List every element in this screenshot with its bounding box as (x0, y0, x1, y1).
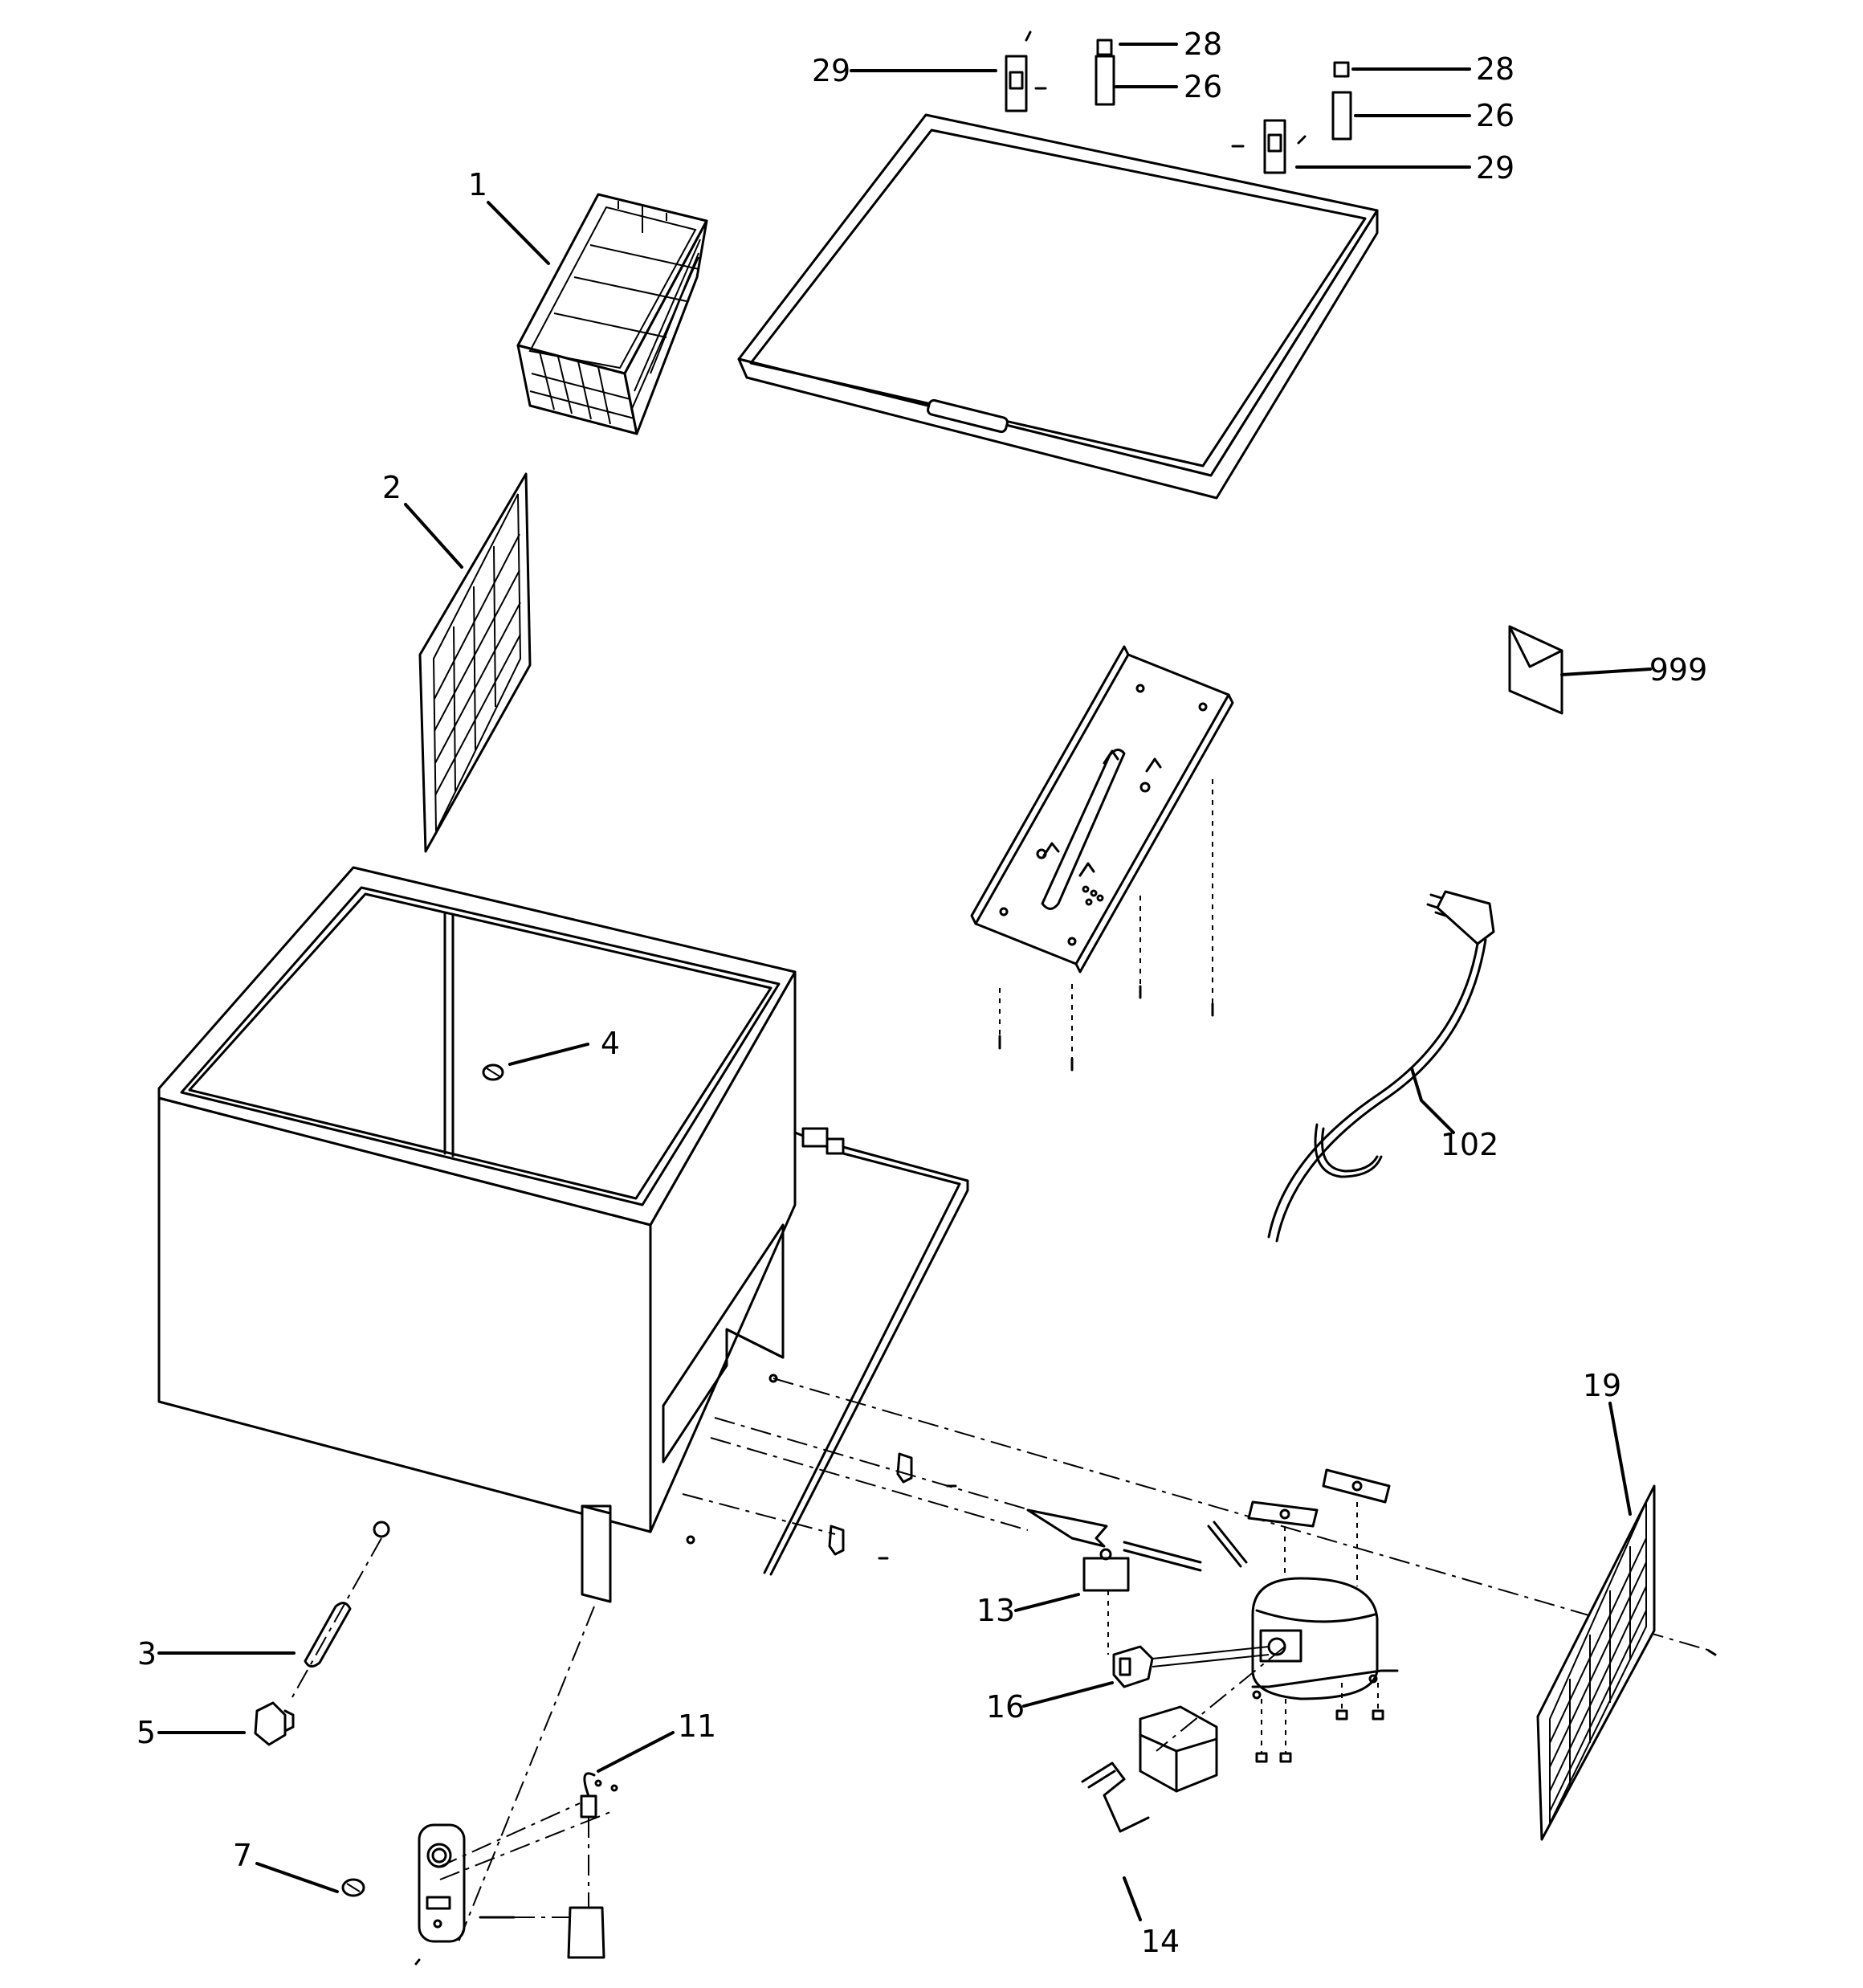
callout-2: 2 (382, 470, 402, 505)
callout-102: 102 (1441, 1127, 1499, 1162)
callout-labels: 1 2 3 4 5 7 11 13 14 16 19 26 26 28 28 2… (137, 27, 1707, 1959)
bracket-screws (998, 779, 1214, 1072)
rear-grille (1536, 1484, 1717, 1841)
rear-grille-axis (773, 1378, 1711, 1651)
bottom-clips (828, 1452, 957, 1560)
lid-edge (737, 209, 1379, 500)
callout-1: 1 (468, 167, 487, 202)
callout-5: 5 (137, 1715, 156, 1750)
drain-hole (373, 1521, 390, 1538)
hinge-cover-left (1095, 39, 1115, 106)
cabinet-gasket-outer (180, 886, 781, 1206)
drain-tube (304, 1602, 352, 1668)
compressor (1251, 1577, 1399, 1700)
literature-envelope (1508, 625, 1563, 715)
power-cord (1267, 890, 1495, 1243)
callout-26a: 26 (1184, 69, 1222, 104)
cabinet-power-cord (763, 1127, 969, 1576)
callout-29a: 29 (812, 53, 850, 88)
overload-protector (1082, 1548, 1130, 1655)
callout-14: 14 (1141, 1924, 1180, 1959)
callout-4: 4 (601, 1026, 620, 1061)
compressor-bolts (1255, 1683, 1384, 1763)
leader-lines (157, 43, 1652, 1921)
freezer-cabinet (157, 866, 797, 1596)
callout-28a: 28 (1184, 27, 1222, 62)
relay-cover (1139, 1705, 1218, 1793)
cabinet-gasket-inner (188, 892, 773, 1200)
callout-999: 999 (1649, 652, 1708, 688)
thermostat-knob (341, 1878, 365, 1897)
start-relay (1112, 1645, 1270, 1688)
storage-basket (516, 193, 708, 435)
callout-28b: 28 (1476, 51, 1514, 87)
freezer-lid (737, 113, 1379, 500)
thermostat-housing (418, 1823, 466, 1943)
callout-11: 11 (678, 1708, 716, 1744)
compressor-bracket (970, 645, 1234, 974)
relay-clip (1081, 1761, 1150, 1833)
drain-cap (254, 1701, 295, 1746)
lid-handle (927, 398, 1009, 434)
divider-grille (418, 472, 532, 853)
drain-plug (482, 1063, 504, 1081)
callout-7: 7 (233, 1838, 252, 1873)
compressor-mounting-plates (1247, 1468, 1391, 1586)
condenser-tube (1026, 1508, 1248, 1572)
hinge-left (1005, 31, 1047, 112)
thermostat-clip (580, 1772, 618, 1819)
callout-29b: 29 (1476, 150, 1514, 186)
hinge-right (1231, 119, 1307, 174)
callout-26b: 26 (1476, 98, 1514, 133)
thermostat-sensor (567, 1906, 605, 1959)
callout-3: 3 (137, 1636, 157, 1672)
callout-13: 13 (976, 1593, 1015, 1628)
callout-16: 16 (986, 1689, 1025, 1725)
drain-axis (288, 1537, 382, 1704)
callout-19: 19 (1583, 1368, 1621, 1403)
hinge-cover-right (1331, 61, 1352, 141)
